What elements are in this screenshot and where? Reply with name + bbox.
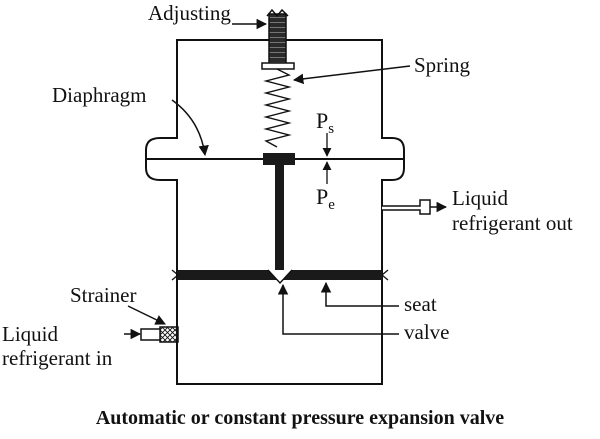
valve-stem <box>275 165 284 271</box>
liquid-in-label-line1: Liquid <box>2 322 58 346</box>
liquid-out-label-line1: Liquid <box>452 186 508 210</box>
spring-label: Spring <box>414 53 471 77</box>
liquid-in-label-line2: refrigerant in <box>2 346 113 370</box>
diaphragm-label: Diaphragm <box>52 83 146 107</box>
seat-label: seat <box>404 292 437 316</box>
seat-plate-right-end <box>380 269 389 281</box>
spring-leader <box>292 65 411 85</box>
inlet-pipe <box>140 328 161 341</box>
valve-leader <box>277 283 399 335</box>
liquid-out-label-line2: refrigerant out <box>452 211 573 235</box>
diagram-caption: Automatic or constant pressure expansion… <box>96 407 504 429</box>
adjusting-screw-top <box>266 8 289 18</box>
outlet-nozzle <box>382 199 431 215</box>
valve-label: valve <box>404 320 449 344</box>
strainer-leader <box>127 305 166 325</box>
seat-leader <box>320 281 399 307</box>
diaphragm-leader <box>171 99 209 157</box>
spring-plate <box>261 62 295 70</box>
adjusting-screw <box>268 13 287 65</box>
strainer <box>159 326 179 343</box>
strainer-label: Strainer <box>70 283 136 307</box>
spring <box>263 68 292 148</box>
pe-label: Pe <box>316 184 335 213</box>
ps-label: Ps <box>316 108 334 137</box>
valve-cone <box>267 269 293 285</box>
valve-body-outline <box>145 39 405 385</box>
adjusting-label: Adjusting <box>148 1 231 25</box>
seat-plate-left-end <box>171 269 180 281</box>
diaphragm-plate <box>263 153 295 165</box>
